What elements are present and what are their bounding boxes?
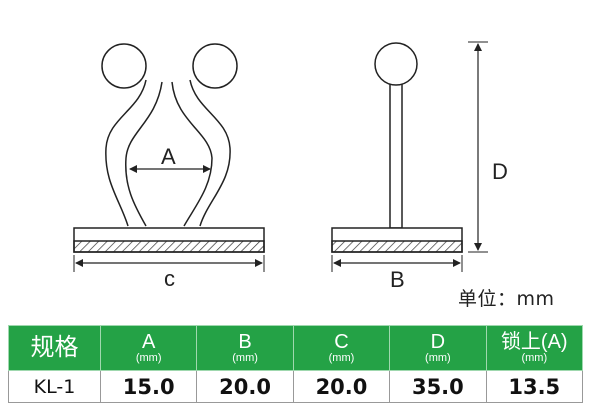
header-c-label: C xyxy=(334,331,349,353)
cell-lock: 13.5 xyxy=(485,370,584,403)
side-stem xyxy=(389,83,403,229)
header-d-label: D xyxy=(430,331,446,353)
header-b-label: B xyxy=(238,331,252,353)
front-base-hatch xyxy=(73,240,265,253)
header-model: 规格 xyxy=(8,325,101,371)
header-d-unit: (mm) xyxy=(425,352,451,364)
dim-b-label: B xyxy=(390,267,405,292)
technical-drawing: A c B D xyxy=(73,41,508,292)
dim-c-label: c xyxy=(164,266,175,291)
header-lock: 锁上(A)(mm) xyxy=(485,325,584,371)
spec-header-row: 规格 A(mm) B(mm) C(mm) D(mm) 锁上(A)(mm) xyxy=(8,325,584,371)
header-model-label: 规格 xyxy=(30,334,79,361)
table-row: KL-1 15.0 20.0 20.0 35.0 13.5 xyxy=(8,370,584,403)
unit-note: 单位：mm xyxy=(458,288,555,310)
left-ball xyxy=(101,43,147,89)
header-c: C(mm) xyxy=(292,325,391,371)
header-a-label: A xyxy=(142,331,156,353)
side-base-hatch xyxy=(331,240,463,253)
header-c-unit: (mm) xyxy=(328,352,355,364)
header-a-unit: (mm) xyxy=(135,352,162,364)
header-lock-label: 锁上(A) xyxy=(500,331,568,353)
cell-d: 35.0 xyxy=(389,370,487,403)
header-b: B(mm) xyxy=(196,325,294,371)
header-a: A(mm) xyxy=(99,325,198,371)
side-ball xyxy=(374,42,418,86)
spec-table: 规格 A(mm) B(mm) C(mm) D(mm) 锁上(A)(mm) KL-… xyxy=(8,325,584,403)
cell-a: 15.0 xyxy=(99,370,198,403)
cell-b: 20.0 xyxy=(196,370,294,403)
cell-model: KL-1 xyxy=(8,370,101,403)
clip-outer-outline xyxy=(105,79,231,227)
cell-c: 20.0 xyxy=(292,370,391,403)
dim-a-label: A xyxy=(161,144,176,169)
header-b-unit: (mm) xyxy=(232,352,258,364)
dim-d-label: D xyxy=(492,159,508,184)
side-view xyxy=(331,41,488,272)
header-lock-unit: (mm) xyxy=(521,352,548,364)
header-d: D(mm) xyxy=(389,325,487,371)
clip-inner-outline xyxy=(125,81,213,227)
front-view xyxy=(73,43,265,272)
right-ball xyxy=(192,43,238,89)
